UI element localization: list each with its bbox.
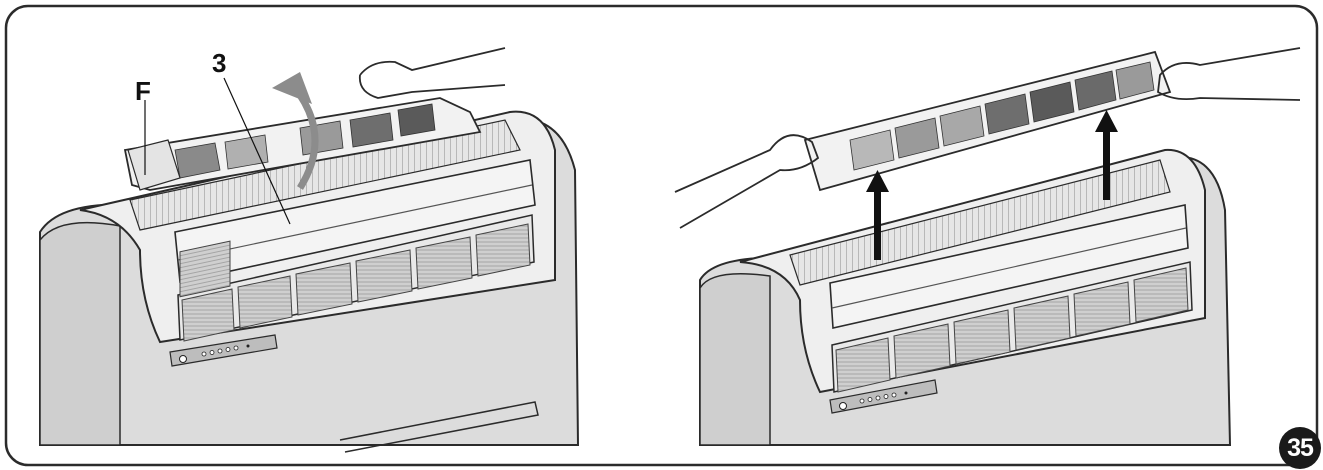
- figure-number-badge: 35: [1279, 427, 1321, 469]
- filter-callout-label: F: [135, 76, 151, 106]
- right-panel-illustration: [674, 47, 1301, 446]
- right-up-arrows: [866, 110, 1118, 260]
- outer-border: [4, 4, 1319, 467]
- right-hand-left: [674, 134, 820, 229]
- left-hand: [359, 47, 506, 76]
- right-control-panel: [829, 379, 938, 414]
- left-louvers: [177, 214, 535, 342]
- part-callout-label: 3: [212, 48, 227, 78]
- right-louvers: [831, 261, 1193, 393]
- left-panel-illustration: [39, 47, 580, 453]
- left-grille-frame: [174, 159, 536, 283]
- left-control-panel: [169, 334, 278, 367]
- right-hand-right: [1157, 47, 1301, 101]
- left-curved-arrow: [297, 93, 319, 190]
